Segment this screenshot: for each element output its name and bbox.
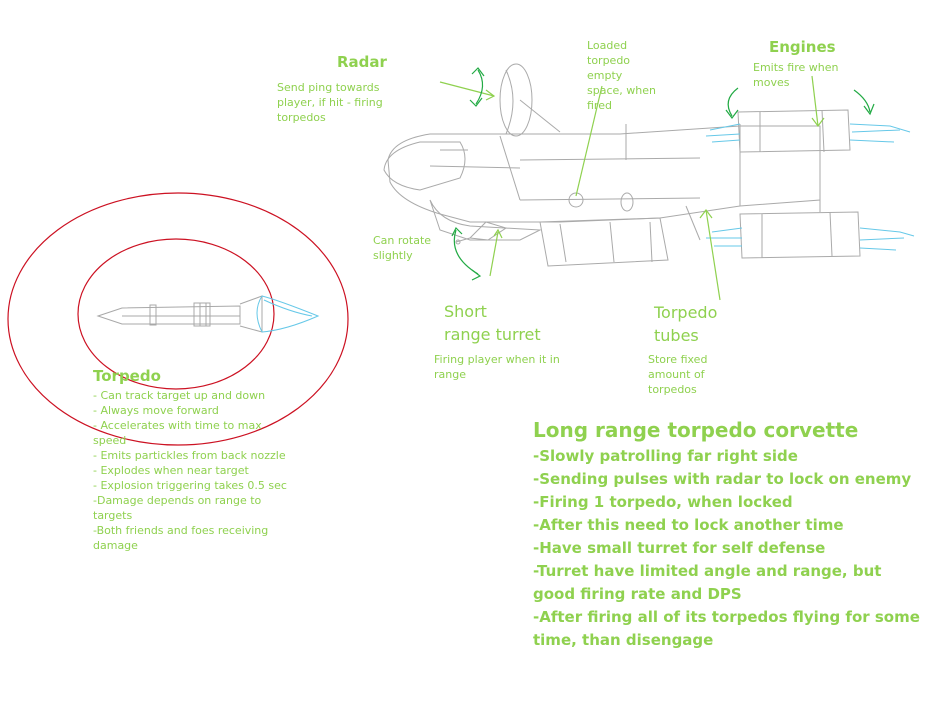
torpedo-note-line: - Explosion triggering takes 0.5 sec [93,479,287,492]
radar-description: Send ping towards player, if hit - firin… [277,81,383,124]
torpedo-note-line: -Both friends and foes receiving damage [93,524,269,552]
torpedo-title: Torpedo [93,367,161,385]
torpedo-note-line: - Can track target up and down [93,389,266,402]
corvette-note-line: -Have small turret for self defense [533,539,826,557]
torpedo-tubes-title: Torpedo tubes [654,303,718,345]
outer-radius-circle [7,192,349,446]
torpedo-tubes-description: Store fixed amount of torpedos [648,353,708,396]
callout-arrows [439,75,825,301]
corvette-note-line: -Firing 1 torpedo, when locked [533,493,793,511]
torpedo-note-line: - Emits partickles from back nozzle [93,449,286,462]
radar-title: Radar [337,53,387,71]
engines-description: Emits fire when moves [753,61,839,89]
torpedo-note-line: -Damage depends on range to targets [93,494,262,522]
engine-flames [705,123,915,251]
torpedo-sketch [96,295,263,333]
corvette-notes: -Slowly patrolling far right side -Sendi… [533,445,920,652]
corvette-ship-sketch [383,63,861,267]
torpedo-note-line: - Accelerates with time to max speed [93,419,262,447]
corvette-note-line: -After firing all of its torpedos flying… [533,608,920,649]
torpedo-flame [256,295,320,333]
torpedo-note-line: - Always move forward [93,404,219,417]
torpedo-notes: - Can track target up and down - Always … [93,388,287,553]
corvette-note-line: -Turret have limited angle and range, bu… [533,562,882,603]
short-range-turret-title: Short range turret [444,302,541,344]
explosion-radius-circles [7,192,349,446]
corvette-note-line: -After this need to lock another time [533,516,844,534]
can-rotate-note: Can rotate slightly [373,234,432,262]
corvette-title: Long range torpedo corvette [533,418,859,442]
loaded-torpedo-note: Loaded torpedo empty space, when fired [587,39,656,112]
inner-radius-circle [77,238,275,390]
engines-title: Engines [769,38,836,56]
torpedo-note-line: - Explodes when near target [93,464,249,477]
corvette-note-line: -Slowly patrolling far right side [533,447,798,465]
corvette-note-line: -Sending pulses with radar to lock on en… [533,470,912,488]
rotation-arrows [451,67,875,281]
short-range-turret-description: Firing player when it in range [434,353,560,381]
